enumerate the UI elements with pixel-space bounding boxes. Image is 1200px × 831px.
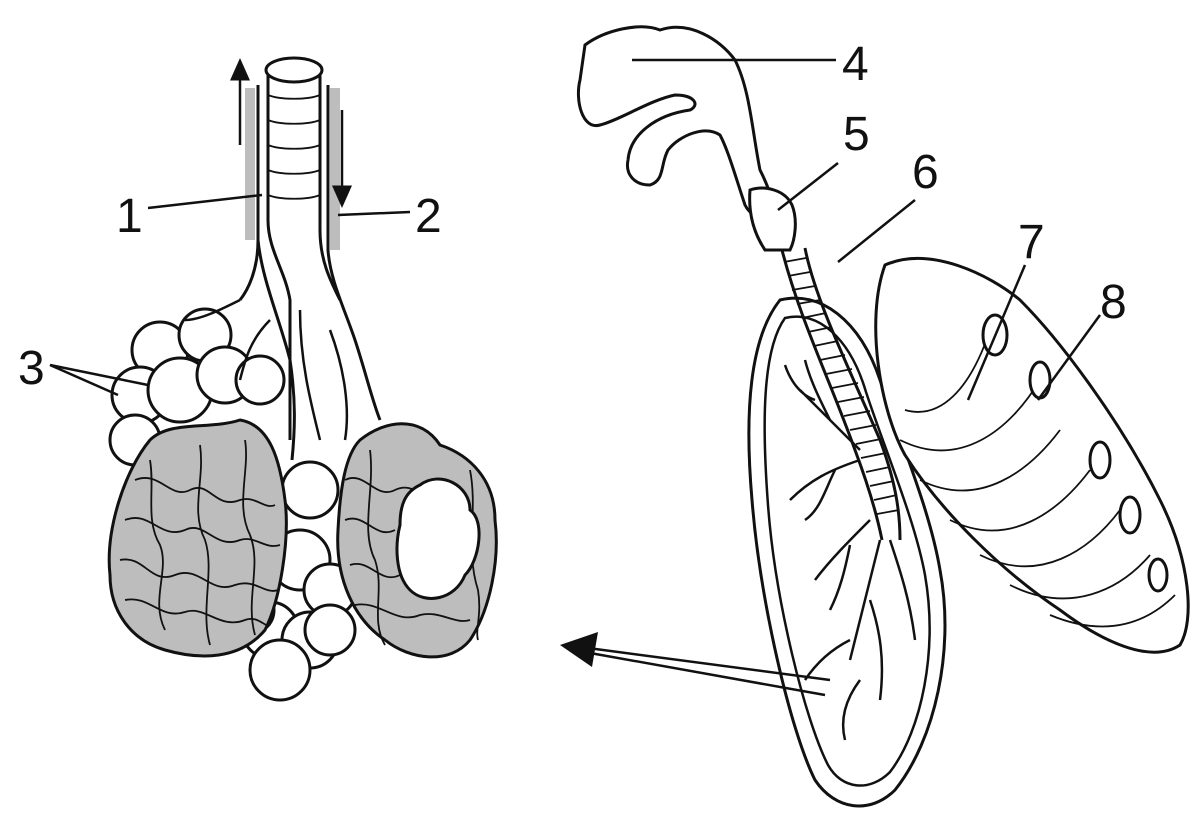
lung-illustration xyxy=(560,25,1190,808)
rib-lines xyxy=(899,329,1176,628)
rib-ends xyxy=(981,313,1169,593)
label-4: 4 xyxy=(842,38,869,91)
bronchiole-tube xyxy=(264,56,342,440)
arrow-left-icon xyxy=(560,632,831,697)
label-1: 1 xyxy=(116,190,143,243)
label-5: 5 xyxy=(843,108,870,161)
blood-vessels xyxy=(184,85,382,461)
alveoli-illustration xyxy=(49,56,498,702)
leader-line-5 xyxy=(777,162,839,211)
alveolus-cross-section xyxy=(395,477,481,600)
leader-line-7 xyxy=(966,264,1027,401)
label-2: 2 xyxy=(415,190,442,243)
leader-line-8 xyxy=(1036,314,1102,401)
label-8: 8 xyxy=(1100,276,1127,329)
leader-line-2 xyxy=(337,210,411,217)
larynx xyxy=(748,186,797,252)
label-7: 7 xyxy=(1018,216,1045,269)
leader-line-6 xyxy=(837,199,916,263)
nasal-cavity xyxy=(576,25,774,219)
capillary-texture-left xyxy=(119,439,281,646)
leader-line-3a xyxy=(49,363,149,387)
leader-line-1 xyxy=(147,193,263,210)
ribcage xyxy=(874,256,1190,654)
label-3: 3 xyxy=(18,342,45,395)
label-6: 6 xyxy=(912,146,939,199)
bronchial-tree xyxy=(783,359,917,741)
lung-inner-outline xyxy=(763,315,931,787)
leader-line-3b xyxy=(49,363,119,397)
trachea xyxy=(780,247,902,541)
